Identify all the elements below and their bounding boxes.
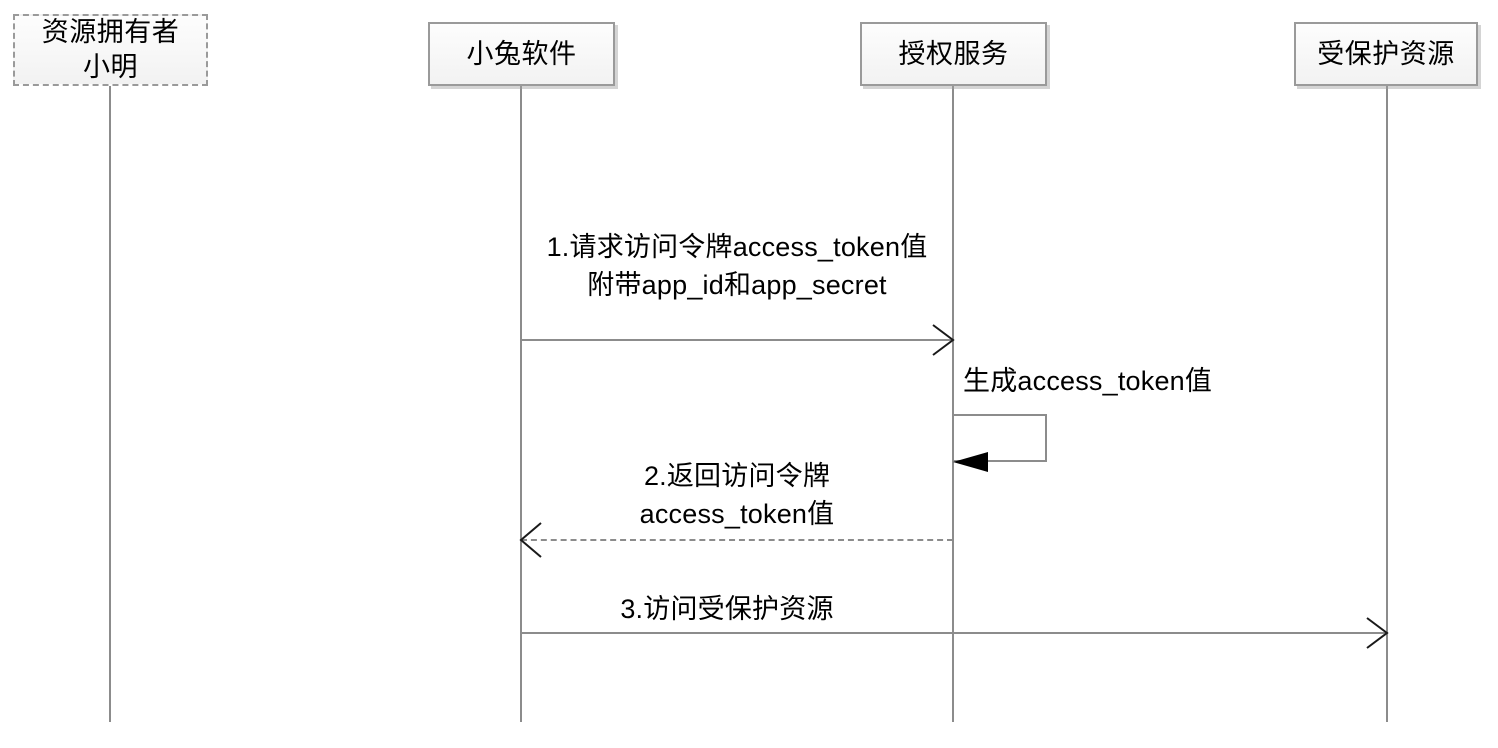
participant-label-resource-owner: 资源拥有者 小明 [41, 17, 180, 82]
message-self-loop-box [953, 414, 1047, 462]
message-line-3 [521, 632, 1387, 634]
message-line-1 [521, 339, 953, 341]
lifeline-protected-resource [1386, 86, 1388, 722]
participant-client-app[interactable]: 小兔软件 [428, 22, 615, 86]
lifeline-resource-owner [109, 86, 111, 722]
participant-label-protected-resource: 受保护资源 [1317, 38, 1455, 69]
participant-protected-resource[interactable]: 受保护资源 [1294, 22, 1478, 86]
message-label-1: 1.请求访问令牌access_token值 附带app_id和app_secre… [546, 232, 928, 301]
participant-resource-owner[interactable]: 资源拥有者 小明 [13, 14, 208, 86]
message-label-2: 2.返回访问令牌 access_token值 [639, 461, 835, 530]
participant-label-client-app: 小兔软件 [466, 38, 577, 69]
participant-label-authorization-service: 授权服务 [898, 38, 1009, 69]
lifeline-authorization-service [952, 86, 954, 722]
message-label-3: 3.访问受保护资源 [620, 594, 834, 624]
participant-authorization-service[interactable]: 授权服务 [860, 22, 1047, 86]
message-line-2 [521, 539, 953, 541]
lifeline-client-app [520, 86, 522, 722]
message-label-self-generate-token: 生成access_token值 [963, 366, 1213, 396]
